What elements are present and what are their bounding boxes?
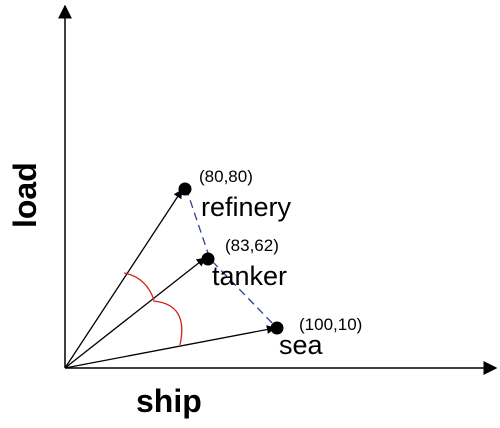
angle-arc-tanker-sea	[152, 300, 183, 346]
x-axis-label: ship	[136, 383, 202, 419]
vector-tanker	[64, 257, 206, 369]
vector-sea	[64, 325, 276, 369]
vector-refinery	[64, 189, 183, 369]
term-label-sea: sea	[279, 330, 324, 360]
y-axis-label: load	[7, 162, 43, 228]
coord-label-tanker: (83,62)	[225, 236, 279, 255]
angle-arc-refinery-tanker	[123, 272, 155, 301]
point-tanker	[201, 252, 215, 266]
point-refinery	[178, 182, 192, 196]
coord-label-sea: (100,10)	[299, 315, 362, 334]
term-label-refinery: refinery	[201, 192, 292, 222]
term-label-tanker: tanker	[212, 261, 287, 291]
coord-label-refinery: (80,80)	[199, 167, 253, 186]
point-sea	[270, 321, 284, 335]
